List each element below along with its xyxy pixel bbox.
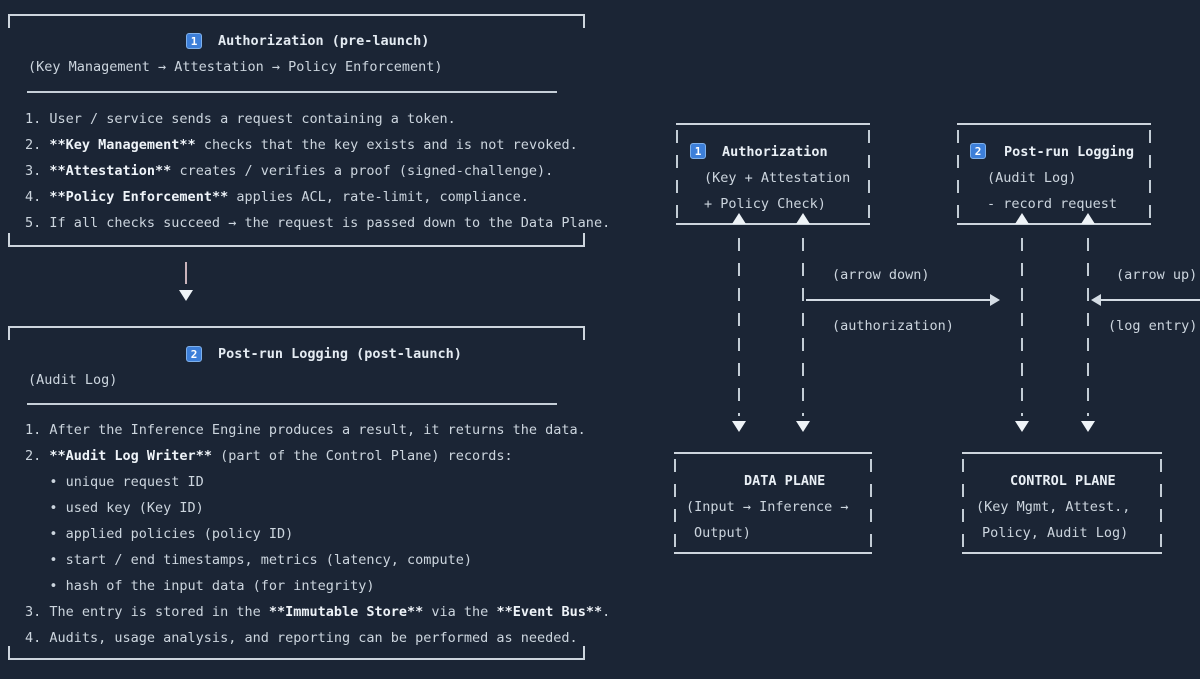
- auth-section-subtitle: (Key Management → Attestation → Policy E…: [28, 59, 443, 75]
- diagram-logging-box: 2 Post-run Logging (Audit Log) - record …: [957, 123, 1151, 225]
- arrow-down-icon: [1081, 421, 1095, 432]
- arrow-up-icon: [732, 213, 746, 224]
- control-plane-line3: Policy, Audit Log): [982, 525, 1129, 541]
- diagram-authorization-title: Authorization: [722, 144, 828, 160]
- auth-section-top-border: [8, 14, 585, 28]
- auth-section-divider: [27, 91, 557, 93]
- logging-section-divider: [27, 403, 557, 405]
- logging-step-badge: 2: [186, 346, 202, 362]
- logging-section-title: Post-run Logging (post-launch): [218, 346, 462, 362]
- logging-steps-list: 1. After the Inference Engine produces a…: [25, 422, 611, 646]
- arrow-down-icon: [732, 421, 746, 432]
- arrow-down-label: (arrow down): [832, 267, 930, 283]
- auth-step-badge: 1: [186, 33, 202, 49]
- arrow-up-icon: [1015, 213, 1029, 224]
- control-plane-title: CONTROL PLANE: [1010, 473, 1116, 489]
- section-connector-line: [185, 262, 187, 284]
- diagram-authorization-box: 1 Authorization (Key + Attestation + Pol…: [676, 123, 870, 225]
- logging-section-subtitle: (Audit Log): [28, 372, 118, 388]
- control-plane-line2: (Key Mgmt, Attest.,: [976, 499, 1131, 515]
- auth-section-title: Authorization (pre-launch): [218, 33, 430, 49]
- diagram-authorization-line3: + Policy Check): [704, 196, 826, 212]
- data-plane-line3: Output): [694, 525, 751, 541]
- auth-section-bottom-border: [8, 233, 585, 247]
- authorization-arrow-line: [806, 299, 992, 301]
- section-connector-arrow-down-icon: [179, 290, 193, 301]
- arrow-up-icon: [796, 213, 810, 224]
- arrow-up-label: (arrow up): [1116, 267, 1198, 283]
- authorization-arrow-head-icon: [990, 294, 1000, 306]
- arrow-up-icon: [1081, 213, 1095, 224]
- log-entry-arrow-head-icon: [1091, 294, 1101, 306]
- data-plane-box: DATA PLANE (Input → Inference → Output): [674, 452, 872, 554]
- diagram-authorization-line2: (Key + Attestation: [704, 170, 851, 186]
- log-entry-arrow-line: [1100, 299, 1200, 301]
- flow-dashed-line: [1021, 238, 1023, 416]
- arrow-down-icon: [796, 421, 810, 432]
- auth-steps-list: 1. User / service sends a request contai…: [25, 111, 611, 231]
- arrow-down-icon: [1015, 421, 1029, 432]
- flow-dashed-line: [738, 238, 740, 416]
- control-plane-box: CONTROL PLANE (Key Mgmt, Attest., Policy…: [962, 452, 1162, 554]
- flow-dashed-line: [1087, 238, 1089, 416]
- data-plane-title: DATA PLANE: [744, 473, 826, 489]
- diagram-authorization-badge: 1: [690, 143, 706, 159]
- diagram-logging-badge: 2: [970, 143, 986, 159]
- logging-section-bottom-border: [8, 646, 585, 660]
- diagram-logging-line2: (Audit Log): [987, 170, 1077, 186]
- data-plane-line2: (Input → Inference →: [686, 499, 849, 515]
- logging-section-top-border: [8, 326, 585, 340]
- flow-dashed-line: [802, 238, 804, 416]
- log-entry-label: (log entry): [1108, 318, 1198, 334]
- diagram-logging-title: Post-run Logging: [1004, 144, 1135, 160]
- diagram-logging-line3: - record request: [987, 196, 1118, 212]
- authorization-label: (authorization): [832, 318, 954, 334]
